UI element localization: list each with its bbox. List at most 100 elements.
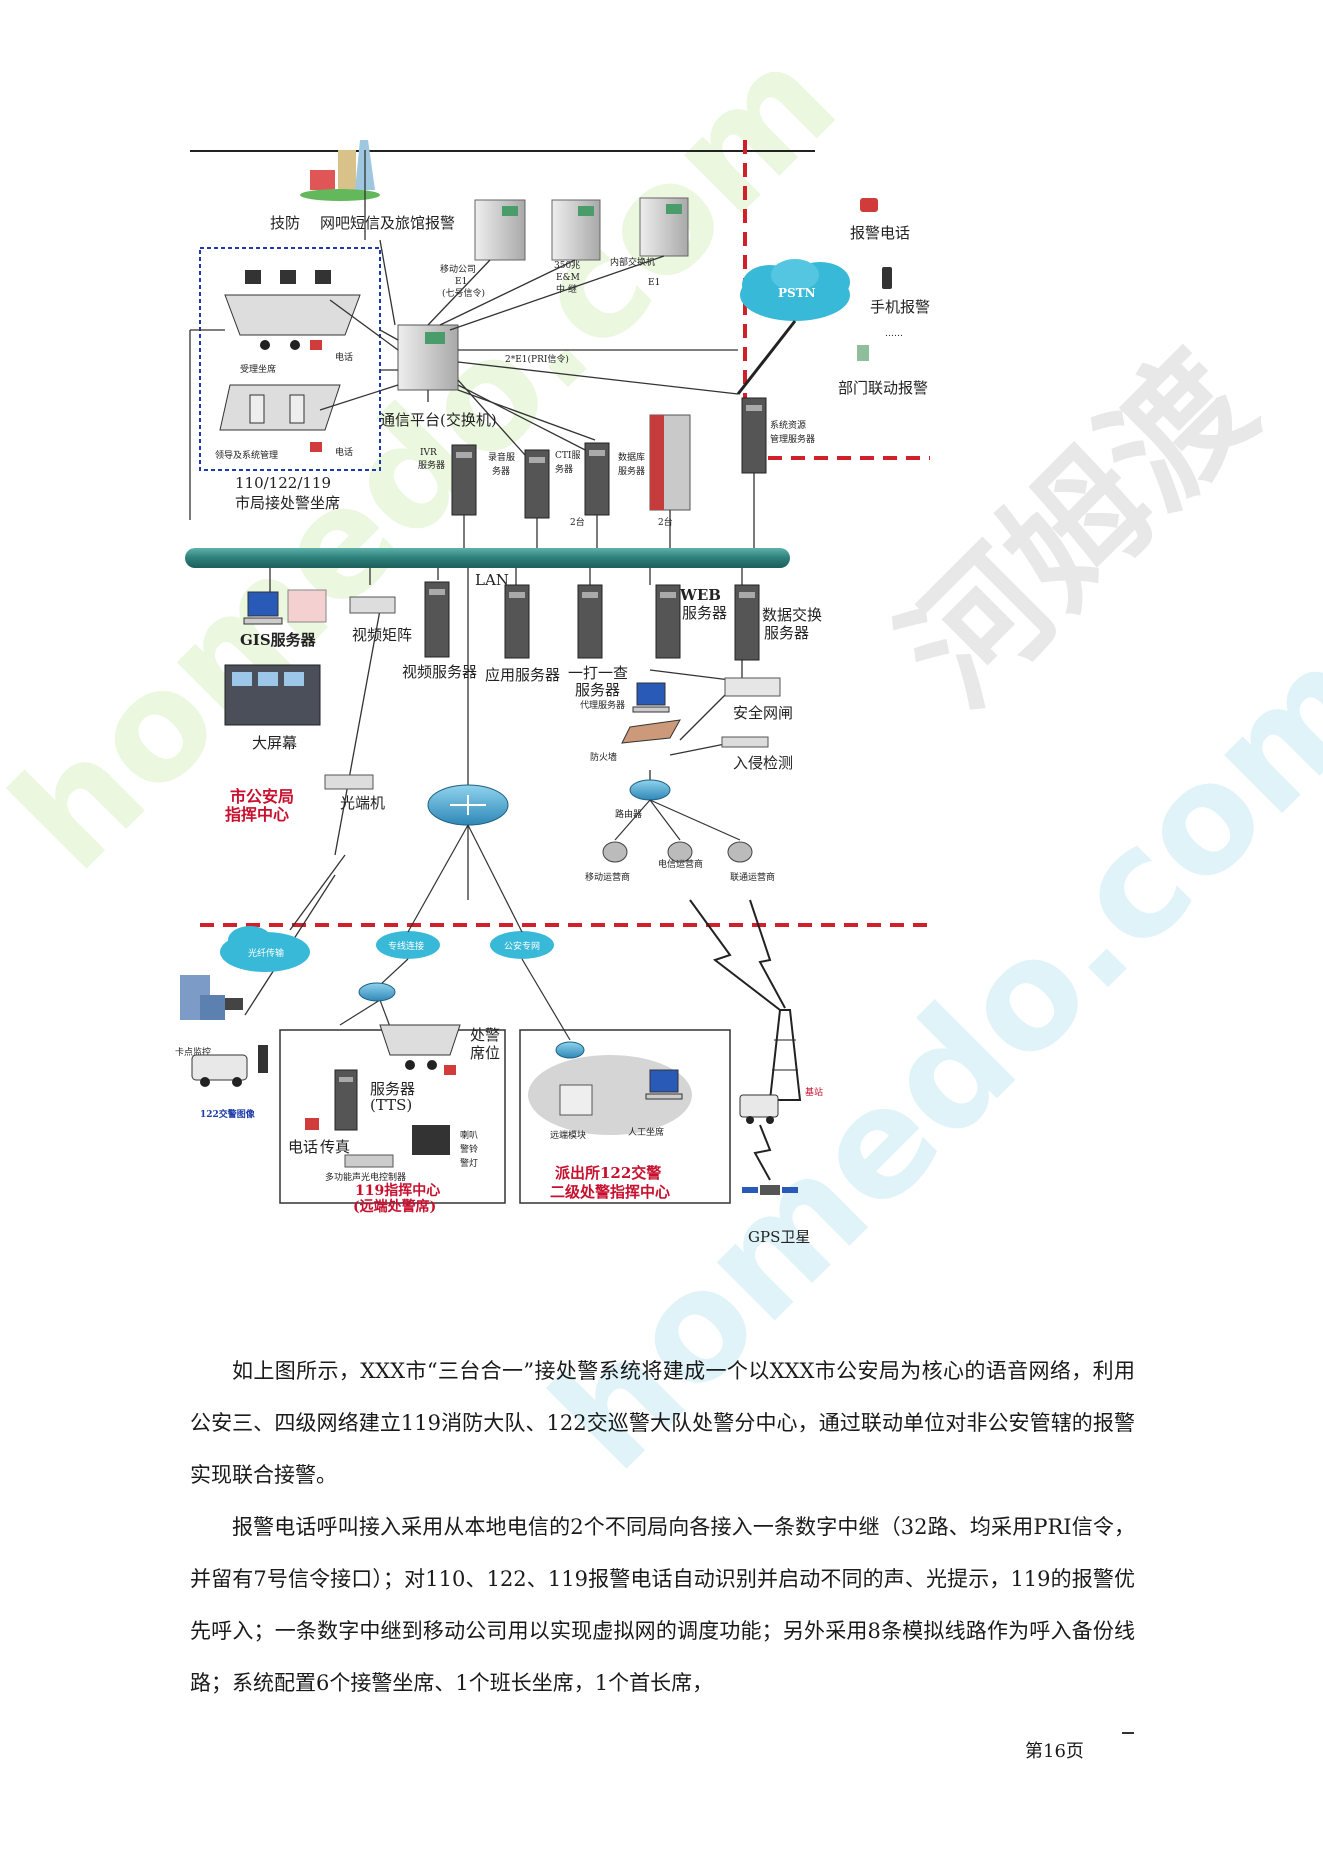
server-web (655, 584, 681, 659)
mobile-e1-b-label: E1 (455, 277, 467, 287)
server-e-and-m (551, 199, 601, 261)
big-screen-label: 大屏幕 (252, 734, 297, 752)
phone1-label: 电话 (335, 351, 353, 363)
seat-group-b-label: 市局接处警坐席 (235, 494, 340, 512)
patrol-car-icon (191, 1045, 268, 1087)
dx-a-label: 数据交换 (762, 606, 822, 624)
dispatch-b-label: 席位 (470, 1044, 500, 1062)
remote-module-label: 远端模块 (550, 1129, 586, 1141)
server-data-exchange (734, 584, 760, 661)
manual-seat-computer-icon (645, 1069, 683, 1100)
horn-c-label: 警灯 (460, 1157, 478, 1169)
remote-module-icon (559, 1084, 593, 1116)
fiber-label: 光纤传输 (248, 947, 284, 959)
top-rule (190, 150, 815, 152)
e-and-m-b-label: E&M (556, 273, 580, 283)
vehicle-icon (739, 1094, 779, 1124)
alarm-phone-icon (860, 198, 878, 212)
video-server-label: 视频服务器 (402, 663, 477, 681)
app-server-label: 应用服务器 (485, 666, 560, 684)
mobile-op-label: 移动运营商 (585, 871, 630, 883)
alarm-phone-label: 报警电话 (850, 224, 910, 242)
pstn-label: PSTN (778, 286, 816, 300)
pstn-cloud (740, 259, 850, 321)
tts-a-label: 服务器 (370, 1080, 415, 1098)
operator-links (614, 799, 741, 841)
telecom-op-label: 电信运营商 (658, 858, 703, 870)
phone2-label: 电话 (335, 446, 353, 458)
pri-link-label: 2*E1(PRI信令) (505, 353, 569, 365)
seat-group-a-label: 110/122/119 (235, 474, 331, 492)
edge-router-icon (629, 779, 671, 801)
mobile-operator-icon (602, 841, 628, 863)
lan-label: LAN (475, 571, 509, 589)
fax-label: 传真 (320, 1138, 350, 1156)
server-database (649, 414, 691, 511)
dx-b-label: 服务器 (764, 624, 809, 642)
station-center-box (519, 1029, 731, 1204)
leader-seat-label: 领导及系统管理 (215, 449, 278, 461)
top-connections (189, 150, 739, 520)
server-app (504, 584, 530, 659)
horn-a-label: 喇叭 (460, 1129, 478, 1141)
dedicated-cloud (376, 931, 440, 959)
linkage-icon (857, 345, 869, 361)
lower-links (339, 824, 571, 1041)
switch-label: 通信平台(交换机) (380, 411, 497, 429)
checkpoint-building-icon (180, 975, 243, 1020)
rec-b-label: 务器 (492, 465, 510, 477)
lan-bus (185, 548, 790, 568)
gis-label: GIS服务器 (240, 631, 317, 649)
server-video (424, 581, 450, 658)
tech-defense-label: 技防 (270, 214, 300, 232)
wireless-link-1 (689, 899, 781, 1011)
body-text: 如上图所示，XXX市“三台合一”接处警系统将建成一个以XXX市公安局为核心的语音… (190, 1345, 1135, 1709)
internal-switch-e1-label: E1 (648, 278, 660, 288)
optical-term-label: 光端机 (340, 794, 385, 812)
server-ivr (451, 444, 477, 516)
sysres-b-label: 管理服务器 (770, 433, 815, 445)
reception-seat-label: 受理坐席 (240, 363, 276, 375)
leader-desk-icon (219, 384, 341, 452)
traffic-img-label: 122交警图像 (200, 1108, 256, 1120)
mobile-e1-label: 移动公司 (440, 263, 476, 275)
police-net-label: 公安专网 (504, 940, 540, 952)
security-gate-icon (724, 677, 781, 697)
server-cti (584, 442, 610, 516)
internal-switch-label: 内部交换机 (610, 256, 655, 268)
paragraph-2: 报警电话呼叫接入采用从本地电信的2个不同局向各接入一条数字中继（32路、均采用P… (190, 1515, 1136, 1695)
optical-terminal-icon (324, 774, 374, 790)
telecom-operator-icon (667, 841, 693, 863)
intrusion-label: 入侵检测 (733, 754, 793, 772)
dots-label: …… (885, 329, 903, 339)
cti-b-label: 务器 (555, 463, 573, 475)
network-diagram-svg: 技防 网吧短信及旅馆报警 移动公司 E1 (七号信令) 350兆 E&M 中 继… (175, 140, 935, 1246)
telephone-label: 电话 (288, 1138, 318, 1156)
reception-desk-icon (224, 270, 361, 350)
station-router-icon (555, 1041, 585, 1059)
base-station-label: 基站 (805, 1086, 823, 1098)
controller-label: 多功能声光电控制器 (325, 1171, 406, 1183)
building-icon (300, 140, 380, 201)
center-b-label: 指挥中心 (225, 805, 289, 824)
video-matrix-icon (349, 596, 396, 614)
station-b-label: 二级处警指挥中心 (550, 1183, 670, 1201)
switch-server-icon (397, 324, 459, 391)
dispatch-a-label: 处警 (470, 1026, 500, 1044)
unicom-op-label: 联通运营商 (730, 871, 775, 883)
unicom-operator-icon (727, 841, 753, 863)
gps-satellite-icon (742, 1185, 798, 1195)
fiber-cloud (220, 926, 310, 972)
big-screen-icon (224, 664, 321, 726)
proxy-computer-icon (632, 682, 670, 713)
cti-count-label: 2台 (570, 516, 585, 528)
ivr-a-label: IVR (420, 448, 437, 458)
footer-dash (1122, 1732, 1134, 1734)
e-and-m-c-label: 中 继 (556, 283, 577, 295)
gps-link (753, 1124, 772, 1181)
controller-icon (344, 1154, 394, 1168)
telephone-icon (305, 1118, 319, 1130)
query-a-label: 一打一查 (568, 664, 628, 682)
manual-seat-label: 人工坐席 (628, 1126, 664, 1138)
